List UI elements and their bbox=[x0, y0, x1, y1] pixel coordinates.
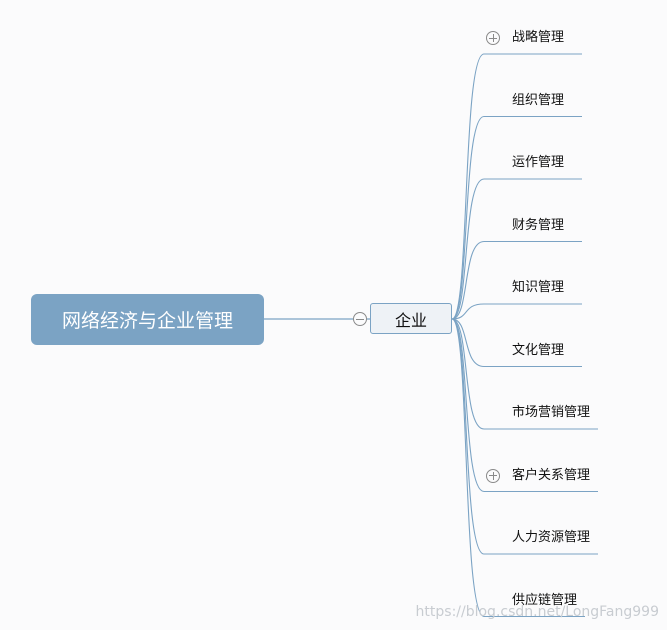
branch-connector bbox=[451, 240, 582, 320]
branch-connector bbox=[451, 318, 585, 618]
branch-topic[interactable]: 知识管理 bbox=[512, 280, 565, 295]
branch-topic[interactable]: 运作管理 bbox=[512, 155, 565, 170]
minus-circle-icon[interactable] bbox=[353, 312, 367, 326]
root-topic-label: 网络经济与企业管理 bbox=[61, 310, 233, 332]
branch-topic[interactable]: 供应链管理 bbox=[512, 592, 578, 608]
branch-connector bbox=[451, 318, 598, 430]
branch-connector bbox=[451, 318, 598, 493]
branch-topic[interactable]: 人力资源管理 bbox=[512, 530, 591, 545]
branch-connector bbox=[451, 303, 582, 320]
plus-circle-icon[interactable] bbox=[486, 468, 500, 483]
branch-connector bbox=[451, 53, 582, 320]
center-topic-label: 企业 bbox=[394, 310, 427, 330]
branch-connector bbox=[451, 318, 582, 368]
center-topic[interactable]: 企业 bbox=[370, 303, 452, 334]
branch-topic[interactable]: 市场营销管理 bbox=[512, 405, 591, 420]
branch-connector bbox=[451, 178, 582, 320]
branch-topic[interactable]: 客户关系管理 bbox=[512, 467, 591, 483]
branch-topic[interactable]: 财务管理 bbox=[512, 217, 565, 233]
root-topic[interactable]: 网络经济与企业管理 bbox=[31, 294, 264, 345]
branch-topic[interactable]: 组织管理 bbox=[512, 92, 565, 108]
branch-connector bbox=[451, 115, 582, 320]
branch-topic[interactable]: 文化管理 bbox=[512, 342, 565, 358]
branch-connector bbox=[451, 318, 598, 555]
watermark: https://blog.csdn.net/LongFang999 bbox=[415, 604, 659, 620]
branch-topic[interactable]: 战略管理 bbox=[512, 30, 565, 45]
plus-circle-icon[interactable] bbox=[486, 31, 500, 45]
